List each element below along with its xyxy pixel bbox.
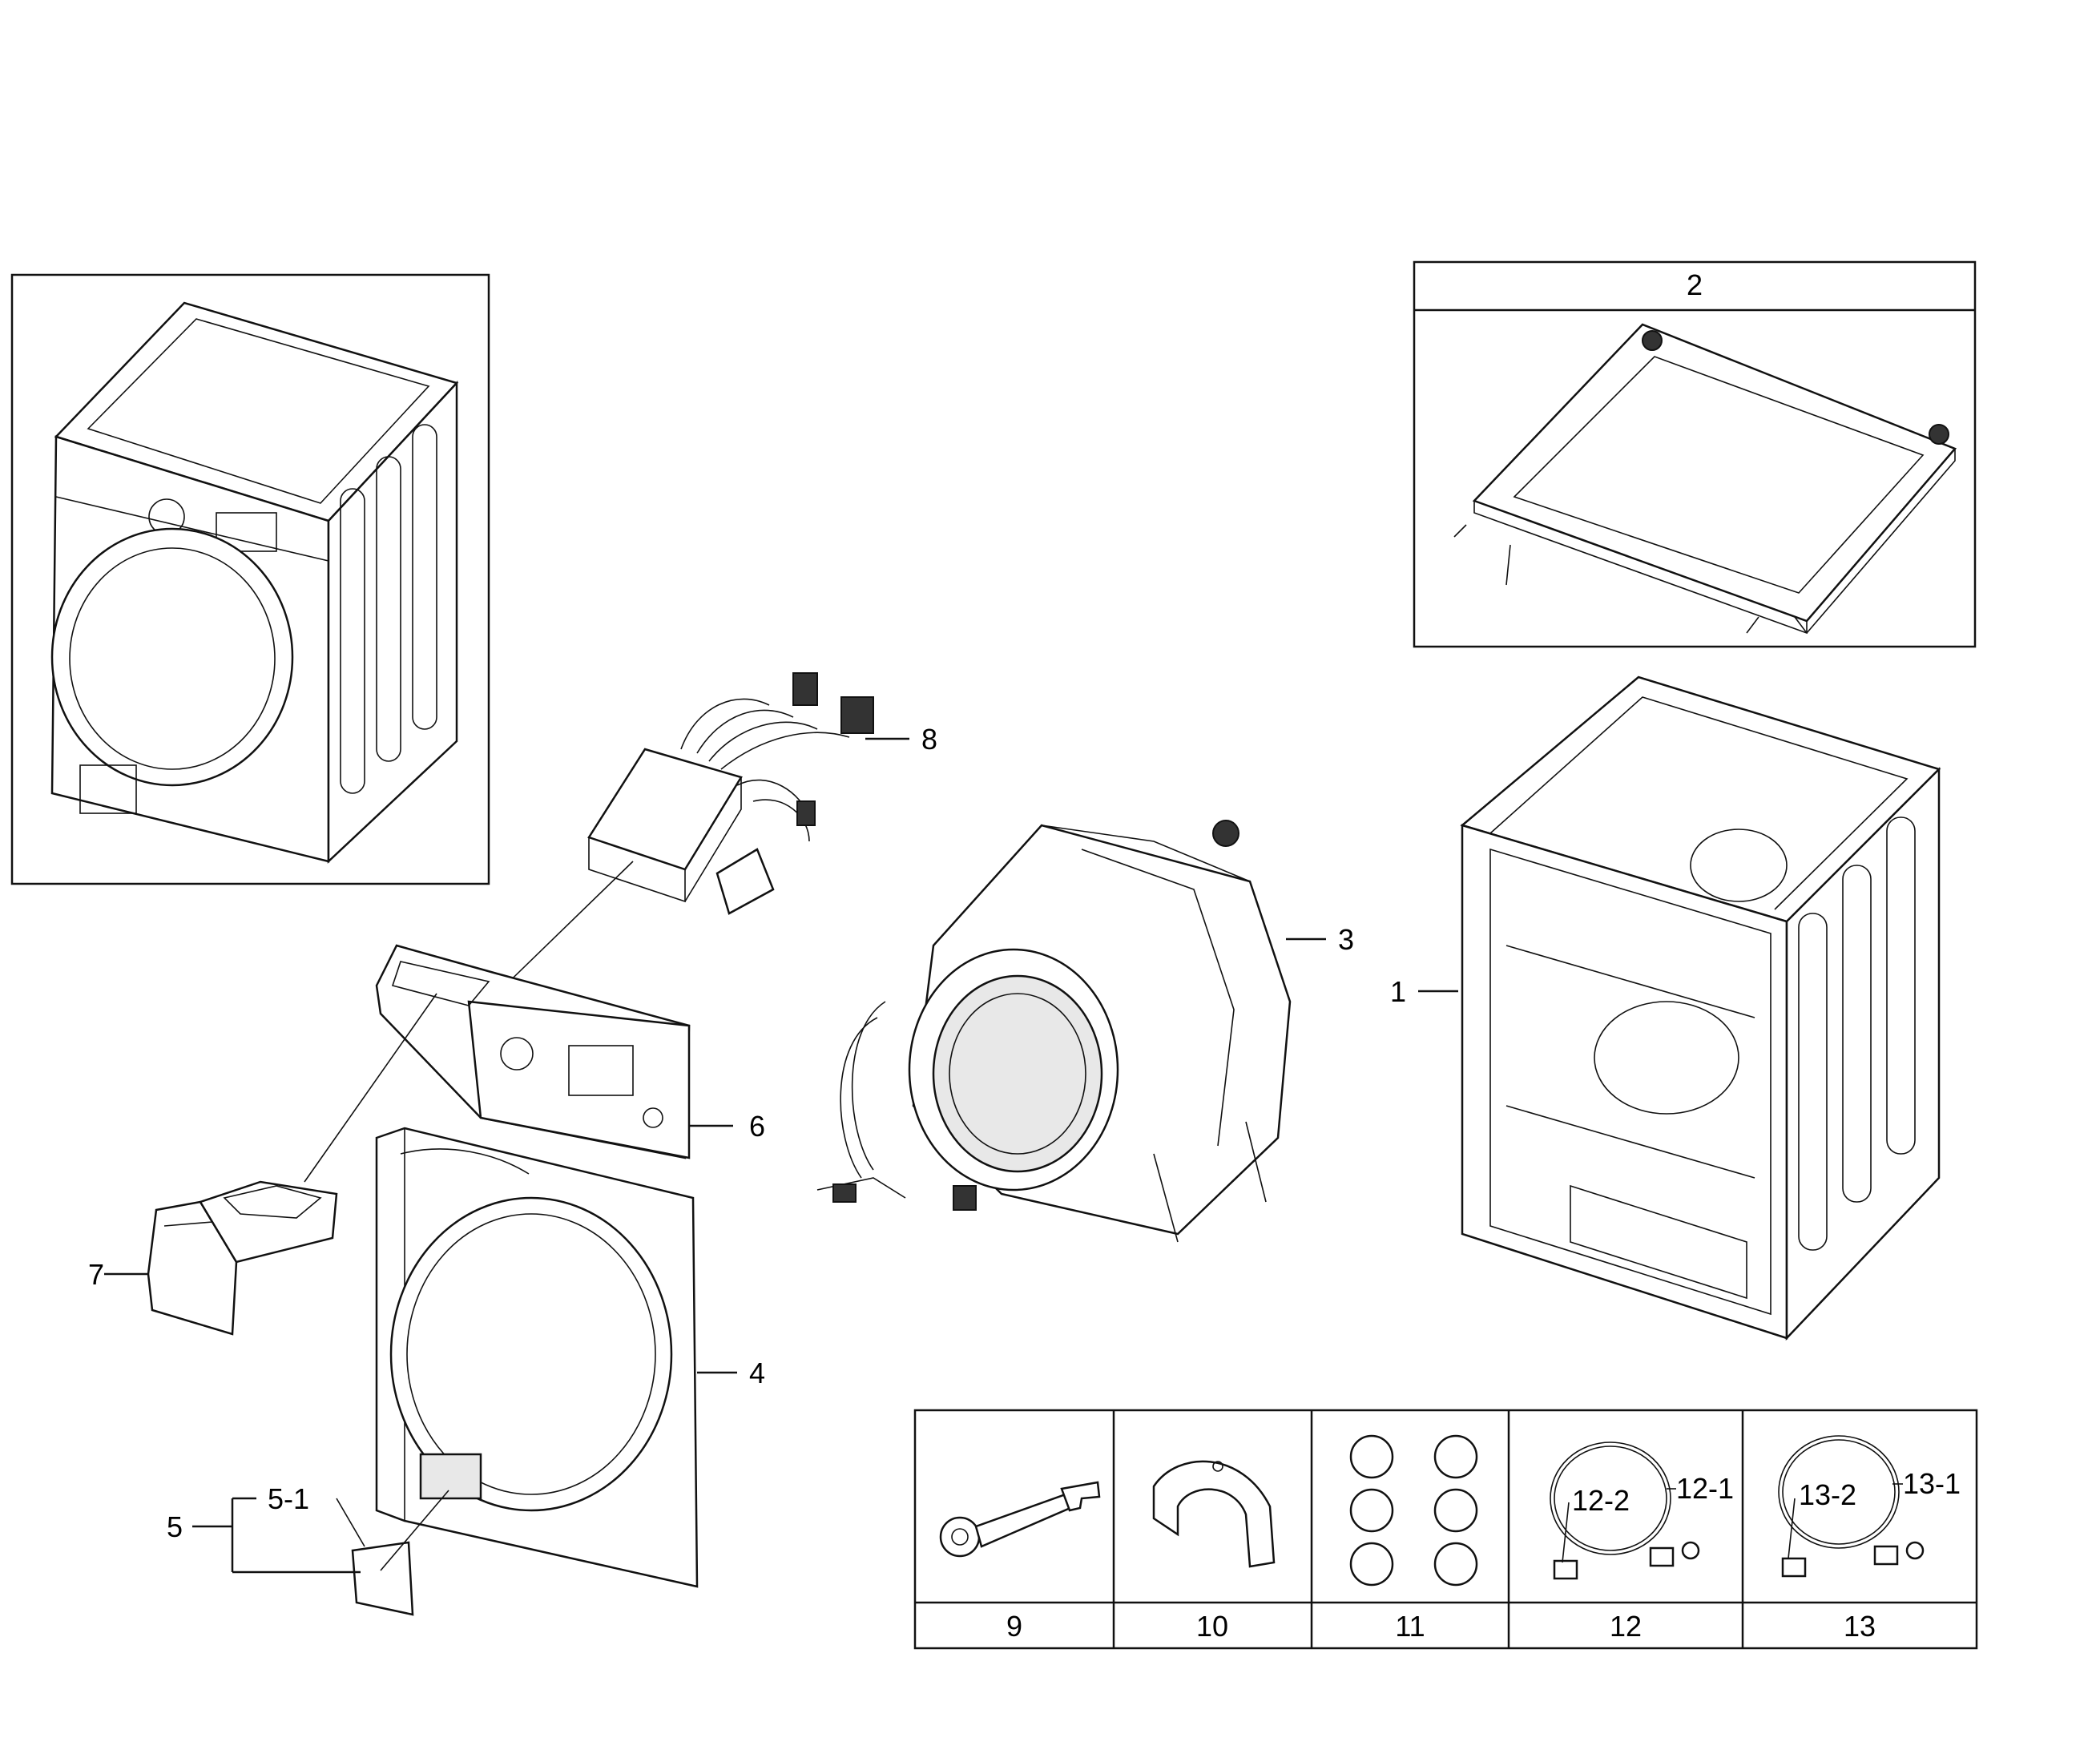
table-label-10: 10 [1196,1610,1228,1643]
part-1-cabinet: 1 [1390,675,1941,1341]
callout-7: 7 [88,1258,104,1291]
table-label-13: 13 [1844,1610,1876,1643]
part-6-control-panel: 6 [304,944,765,1183]
table-label-9: 9 [1006,1610,1022,1643]
part-9-spanner-icon [939,1481,1101,1558]
callout-3: 3 [1338,923,1354,956]
table-label-11: 11 [1395,1610,1425,1643]
part-13-hose-icon: 13-1 13-2 [1778,1435,1961,1578]
part-2-top-cover: 2 [1413,260,1977,648]
callout-12-1: 12-1 [1676,1472,1734,1505]
callout-5-1: 5-1 [268,1482,309,1515]
callout-12-2: 12-2 [1572,1484,1630,1517]
callout-8: 8 [921,723,937,756]
callout-2: 2 [1687,268,1703,301]
callout-6: 6 [749,1110,765,1143]
callout-13-1: 13-1 [1903,1467,1961,1500]
part-12-hose-icon: 12-1 12-2 [1550,1441,1734,1580]
callout-1: 1 [1390,975,1406,1008]
part-5-filter-cover: 5 5-1 [167,1482,449,1616]
table-label-12: 12 [1610,1610,1642,1643]
part-10-hose-guide-icon [1152,1460,1276,1568]
part-8-valve-assembly: 8 [492,672,937,998]
callout-4: 4 [749,1357,765,1389]
callout-5: 5 [167,1510,183,1543]
part-7-detergent-drawer: 7 [88,1180,338,1336]
part-4-front-panel: 4 [375,1127,765,1588]
accessory-table: 12-1 12-2 13-1 13-2 9 10 11 12 13 [913,1409,1978,1650]
part-11-caps-icon [1349,1434,1478,1587]
part-3-tub-assembly: 3 [816,820,1354,1243]
assembled-washer-inset [10,273,490,885]
callout-13-2: 13-2 [1799,1478,1856,1511]
